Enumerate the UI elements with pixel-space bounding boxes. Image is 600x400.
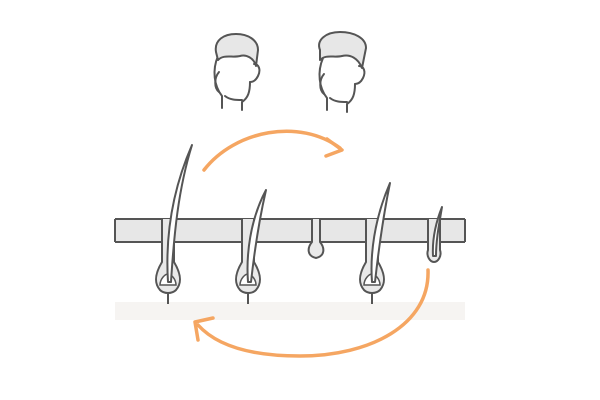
- clockwise-arrow-icon: [202, 129, 344, 172]
- follicle-telogen-empty: [307, 219, 325, 259]
- man-head-icon: [213, 33, 261, 111]
- follicle-anagen-long: [154, 144, 193, 304]
- hair-strand: [166, 144, 193, 283]
- hair-strand: [246, 189, 267, 283]
- counterclockwise-arrow-icon: [193, 268, 430, 358]
- follicle-anagen-medium: [234, 189, 267, 304]
- follicle-anagen-medium: [358, 182, 391, 304]
- man-head-icon: [318, 31, 367, 113]
- hair-strand: [370, 182, 391, 283]
- skin-shadow-band: [115, 302, 465, 320]
- hair-strand: [431, 206, 443, 257]
- follicle-catagen-short: [426, 206, 443, 263]
